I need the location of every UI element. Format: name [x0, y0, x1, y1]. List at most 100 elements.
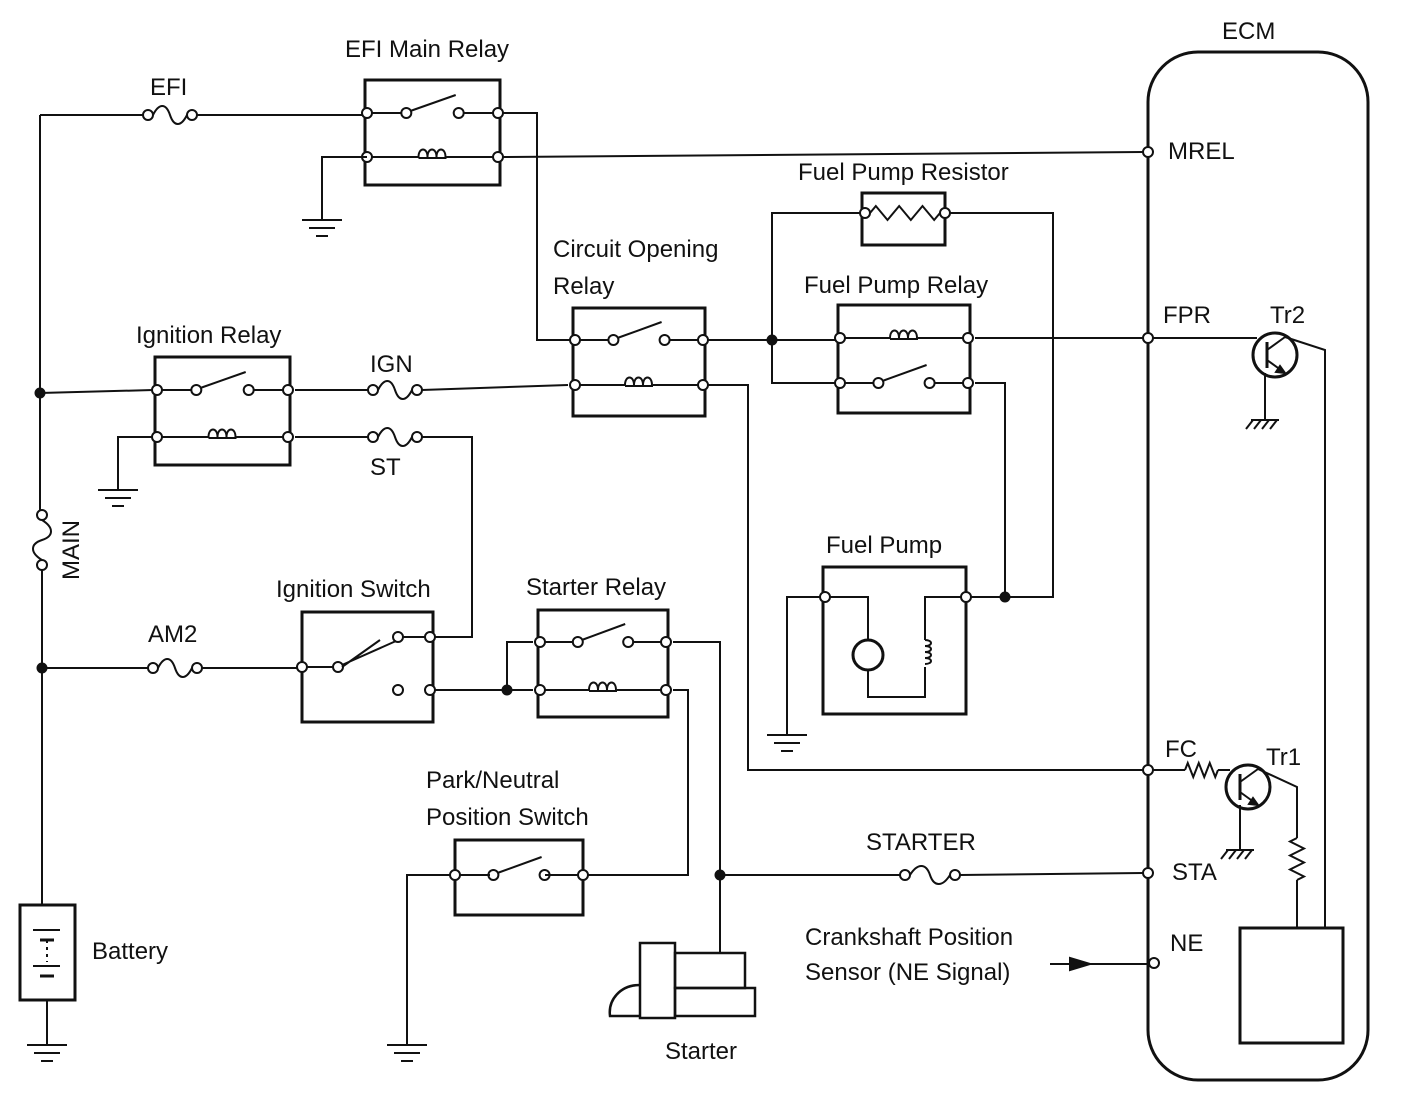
terminal: [186, 109, 198, 121]
resistor-icon: [1287, 837, 1307, 881]
starter-fuse-label: STARTER: [866, 829, 976, 856]
chassis-ground-icon: [1228, 849, 1237, 860]
chassis-ground-icon: [1220, 849, 1229, 860]
coil-icon: [889, 329, 918, 339]
tr1-label: Tr1: [1266, 744, 1302, 771]
coil-icon: [624, 376, 653, 386]
wire: [406, 874, 450, 1045]
wire: [830, 596, 869, 640]
terminal: [151, 431, 163, 443]
terminal: [332, 661, 344, 673]
terminal: [949, 869, 961, 881]
terminal: [1142, 867, 1154, 879]
chassis-ground-icon: [1245, 419, 1254, 430]
terminal: [899, 869, 911, 881]
tr1-transistor-icon: [1247, 796, 1261, 807]
am2-fuse-label: AM2: [148, 621, 198, 648]
starter-relay-box: [536, 608, 670, 719]
tr1-transistor-icon: [1224, 763, 1272, 811]
ignition-relay-box: [153, 355, 292, 467]
terminal: [424, 684, 436, 696]
ignition-switch-contact-icon: [341, 639, 397, 668]
chassis-ground-icon: [1244, 849, 1253, 860]
terminal: [282, 431, 294, 443]
st-fuse-label: ST: [370, 454, 401, 481]
park-neutral-switch-box: [453, 838, 585, 917]
wire: [971, 382, 1006, 598]
terminal: [361, 107, 373, 119]
terminal: [36, 559, 48, 571]
starter-motor-icon: [608, 983, 641, 1018]
circuit-opening-relay-box: [571, 306, 707, 418]
motor-icon: [851, 638, 885, 672]
fuel-pump-relay-box: [836, 303, 972, 415]
chassis-ground-icon: [1236, 849, 1245, 860]
terminal: [534, 636, 546, 648]
wire: [117, 436, 153, 490]
fuel-pump-box: [821, 565, 968, 716]
arrow-icon: [1069, 956, 1094, 972]
switch-contact-icon: [497, 856, 542, 874]
st-fuse-icon: [377, 427, 413, 447]
battery-icon: [18, 903, 77, 1002]
terminal: [859, 207, 871, 219]
terminal: [834, 377, 846, 389]
terminal: [534, 684, 546, 696]
wire: [867, 667, 926, 698]
am2-fuse-icon: [157, 658, 193, 678]
terminal: [1142, 146, 1154, 158]
wire: [506, 641, 533, 690]
chassis-ground-icon: [1261, 419, 1270, 430]
tr2-transistor-icon: [1266, 336, 1286, 351]
terminal: [411, 431, 423, 443]
terminal: [411, 384, 423, 396]
terminal: [400, 107, 413, 119]
wire: [786, 596, 820, 735]
circuit-opening-relay-label: Circuit Opening: [553, 236, 719, 263]
ne-pin-label: NE: [1170, 930, 1204, 957]
starter-fuse-icon: [909, 865, 951, 885]
wire: [924, 596, 961, 640]
wire: [1257, 768, 1298, 838]
circuit-opening-relay-label-2: Relay: [553, 273, 615, 300]
terminal: [392, 684, 404, 696]
terminal: [660, 636, 672, 648]
fuel-pump-relay-label: Fuel Pump Relay: [804, 272, 989, 299]
terminal: [962, 332, 974, 344]
sta-pin-label: STA: [1172, 859, 1217, 886]
ignition-switch-label: Ignition Switch: [276, 576, 431, 603]
terminal: [1142, 764, 1154, 776]
switch-contact-icon: [199, 371, 247, 389]
wire: [1284, 336, 1326, 928]
terminal: [660, 684, 672, 696]
terminal: [571, 636, 584, 648]
junction-dot: [999, 591, 1011, 603]
tr2-transistor-icon: [1274, 364, 1288, 375]
terminal: [607, 334, 620, 346]
crankshaft-sensor-label: Crankshaft Position: [805, 924, 1014, 951]
switch-contact-icon: [409, 94, 457, 112]
chassis-ground-icon: [1269, 419, 1278, 430]
terminal: [151, 384, 163, 396]
terminal: [872, 377, 885, 389]
terminal: [939, 207, 951, 219]
terminal: [569, 334, 581, 346]
terminal: [658, 334, 671, 346]
terminal: [622, 636, 635, 648]
ign-fuse-label: IGN: [370, 351, 413, 378]
tr2-transistor-icon: [1251, 331, 1299, 379]
terminal: [577, 869, 589, 881]
switch-contact-icon: [882, 364, 927, 382]
tr2-label: Tr2: [1270, 302, 1306, 329]
starter-relay-label: Starter Relay: [526, 574, 667, 601]
wire: [950, 212, 1054, 598]
terminal: [960, 591, 972, 603]
fc-pin-label: FC: [1165, 736, 1197, 763]
resistor-icon: [1184, 760, 1219, 780]
efi-main-relay-box: [363, 78, 502, 187]
starter-motor-icon: [673, 951, 747, 990]
terminal: [492, 151, 504, 163]
terminal: [1142, 332, 1154, 344]
wire: [422, 436, 473, 638]
